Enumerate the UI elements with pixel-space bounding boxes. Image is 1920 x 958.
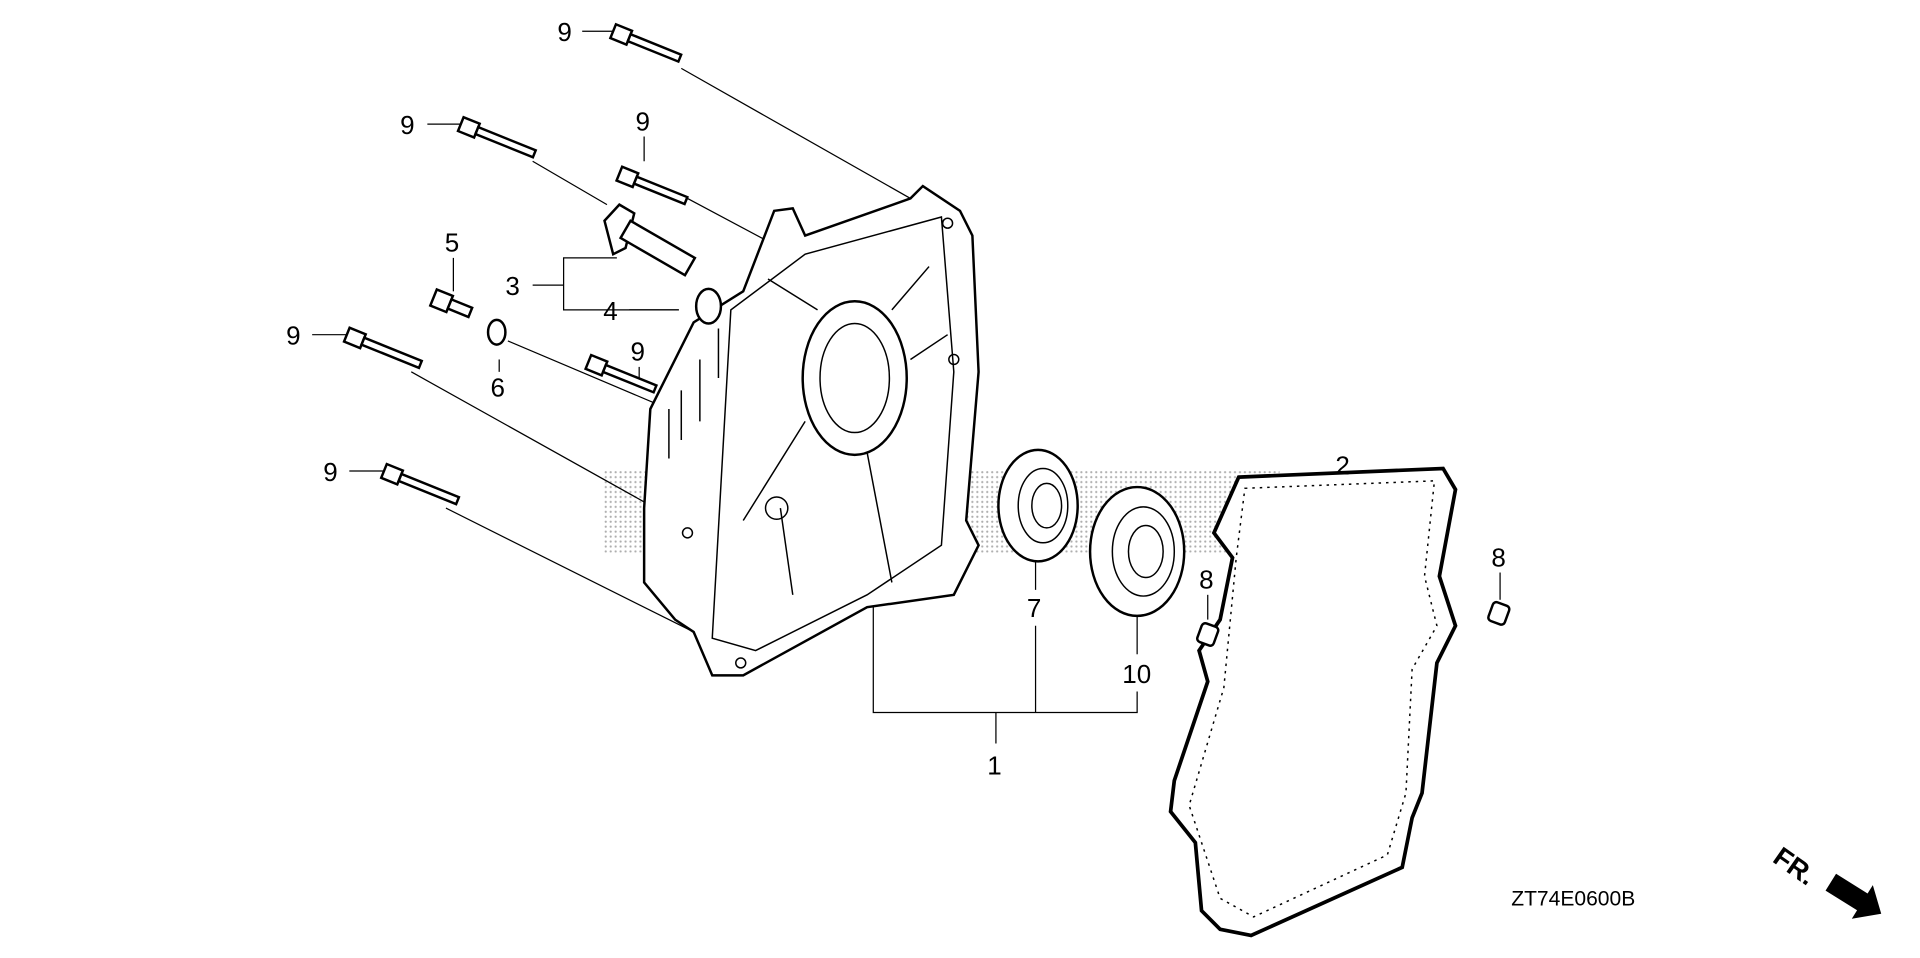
callout-9: 9	[631, 337, 645, 367]
callout-9: 9	[557, 17, 571, 47]
oil-seal	[997, 448, 1079, 563]
drawing-code: ZT74E0600B	[1511, 888, 1635, 911]
callout-8: 8	[1491, 542, 1505, 572]
callout-9: 9	[286, 321, 300, 351]
callout-7: 7	[1027, 593, 1041, 623]
callout-9: 9	[323, 457, 337, 487]
callout-8: 8	[1199, 565, 1213, 595]
front-label: FR.	[1768, 841, 1822, 892]
ball-bearing	[1088, 485, 1186, 618]
leader-lines	[312, 30, 1501, 744]
oil-filler-cap	[603, 203, 697, 277]
callout-6: 6	[491, 373, 505, 403]
callout-2: 2	[1335, 451, 1349, 481]
washer	[486, 318, 507, 346]
callout-1: 1	[987, 750, 1001, 780]
callout-9: 9	[400, 110, 414, 140]
callout-4: 4	[603, 296, 617, 326]
callout-5: 5	[445, 228, 459, 258]
callout-3: 3	[505, 271, 519, 301]
callouts: 9 9 9 5 3 4 9 9 6 9 2 8 8 7 10 1	[286, 17, 1506, 780]
dowel-pins	[1196, 600, 1511, 647]
o-ring	[694, 287, 723, 325]
front-direction-indicator: FR.	[1768, 841, 1882, 919]
callout-10: 10	[1122, 659, 1151, 689]
crankcase-cover	[642, 184, 980, 677]
arrow-right-down-icon	[1825, 873, 1882, 919]
callout-9: 9	[635, 106, 649, 136]
flange-bolts	[342, 22, 689, 506]
